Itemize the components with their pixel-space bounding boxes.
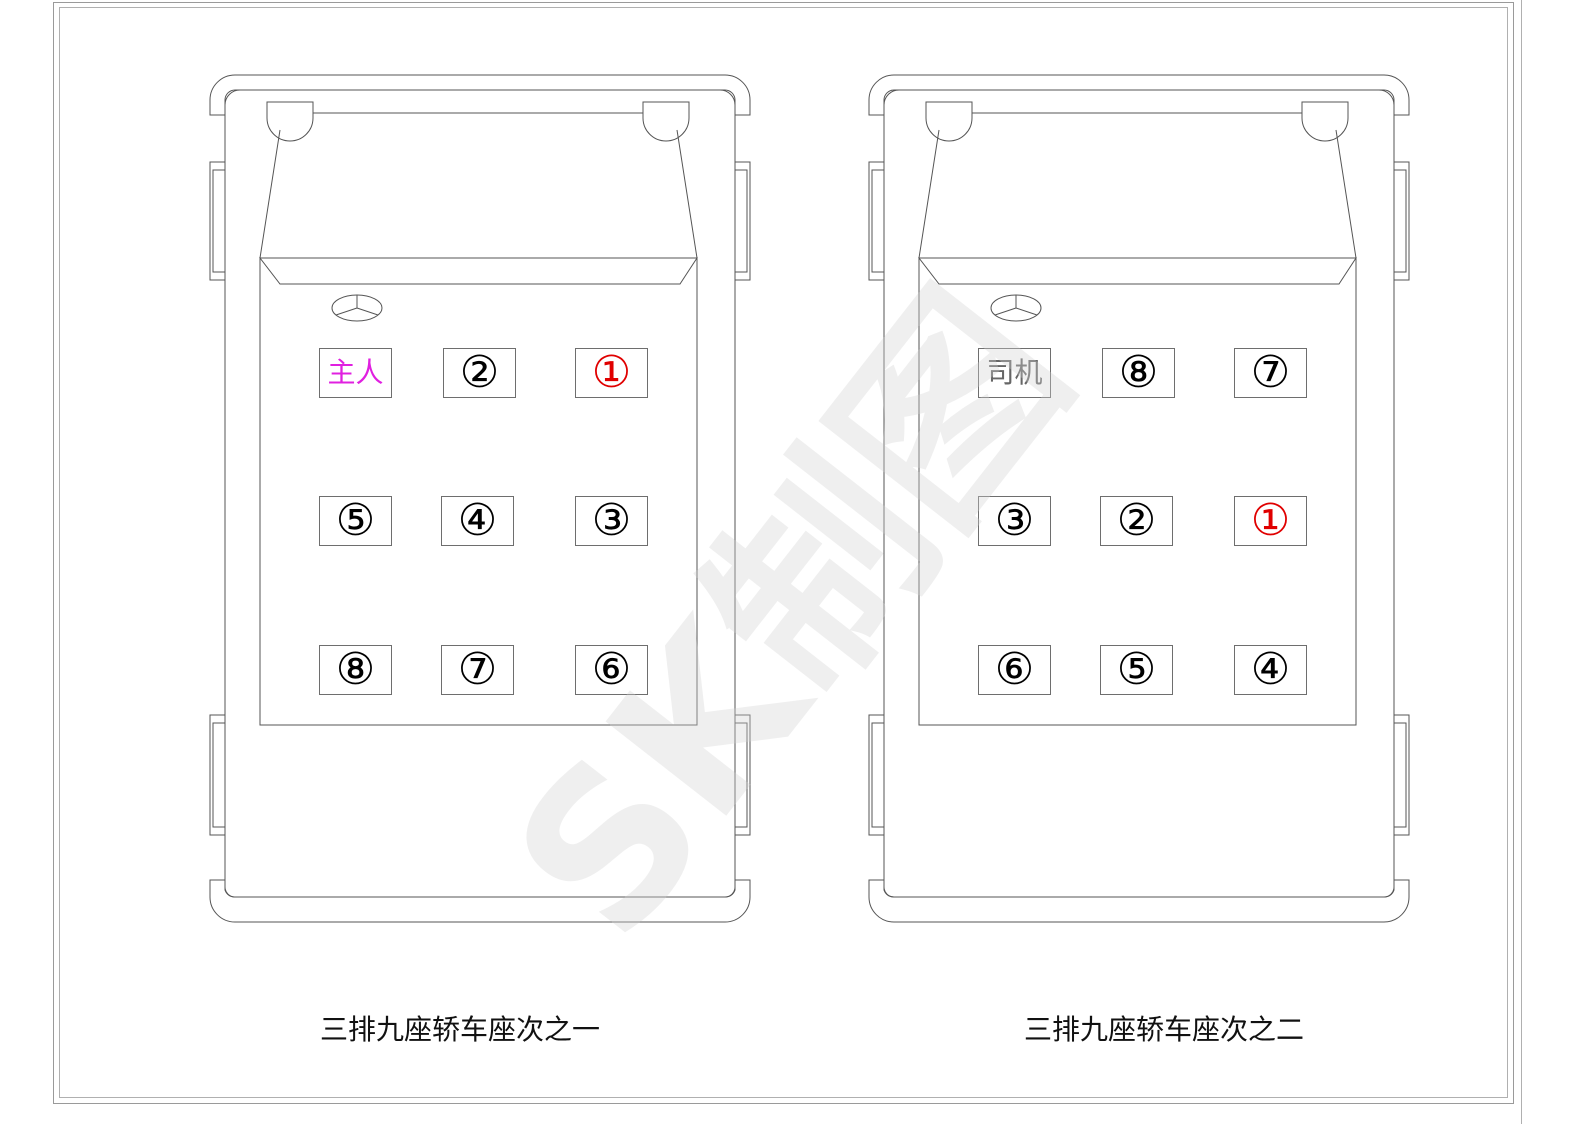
- seat-7: ⑦: [1234, 348, 1307, 398]
- caption-diagram-2: 三排九座轿车座次之二: [1023, 1013, 1304, 1046]
- seat-4: ④: [1234, 645, 1307, 695]
- seat-6: ⑥: [978, 645, 1051, 695]
- car-outline-1: [209, 74, 751, 923]
- caption-diagram-1: 三排九座轿车座次之一: [319, 1013, 600, 1046]
- inner-frame: [59, 7, 1508, 1098]
- seat-7: ⑦: [441, 645, 514, 695]
- seat-driver: 司机: [978, 348, 1051, 398]
- seat-2: ②: [1100, 496, 1173, 546]
- seat-2: ②: [443, 348, 516, 398]
- seat-8: ⑧: [1102, 348, 1175, 398]
- seat-host: 主人: [319, 348, 392, 398]
- seat-4: ④: [441, 496, 514, 546]
- car-outline-2: [868, 74, 1410, 923]
- right-edge-rule: [1521, 0, 1522, 1124]
- seat-1: ①: [1234, 496, 1307, 546]
- seat-6: ⑥: [575, 645, 648, 695]
- seat-1: ①: [575, 348, 648, 398]
- seat-3: ③: [978, 496, 1051, 546]
- outer-frame: [53, 2, 1514, 1104]
- seat-5: ⑤: [319, 496, 392, 546]
- seat-8: ⑧: [319, 645, 392, 695]
- seat-5: ⑤: [1100, 645, 1173, 695]
- seat-3: ③: [575, 496, 648, 546]
